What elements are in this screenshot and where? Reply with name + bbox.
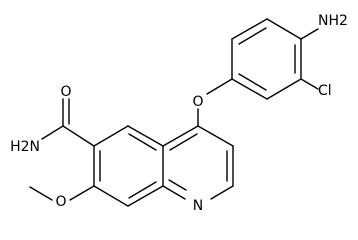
bond <box>300 78 319 90</box>
atom-labels: NH2 Cl O O H2N O N <box>10 13 348 214</box>
bond <box>300 28 319 40</box>
bond <box>62 125 95 147</box>
bond <box>162 125 199 147</box>
ring-nitrogen-label: N <box>193 198 203 214</box>
bond <box>238 73 267 91</box>
bond <box>168 179 187 191</box>
bond <box>69 185 95 201</box>
bond <box>127 185 164 207</box>
bond <box>231 78 268 100</box>
bond <box>266 18 302 40</box>
bond <box>162 185 186 200</box>
bond <box>206 78 233 95</box>
bond <box>29 186 53 201</box>
structure-diagram: NH2 Cl O O H2N O N <box>10 13 348 214</box>
bond <box>197 125 234 147</box>
bond <box>128 133 157 151</box>
bond <box>169 133 198 151</box>
methoxy-oxygen-label: O <box>55 194 66 210</box>
carbonyl-oxygen-label: O <box>60 84 71 100</box>
bond <box>128 181 157 199</box>
bond <box>93 185 129 207</box>
bond <box>238 27 267 45</box>
amine-label: NH2 <box>318 13 348 29</box>
bond <box>231 18 268 40</box>
bond <box>41 125 64 140</box>
ether-oxygen-label: O <box>192 94 203 110</box>
bond <box>266 78 302 100</box>
bond <box>127 125 164 147</box>
amide-nitrogen-label: H2N <box>10 139 40 155</box>
bond-lines <box>29 18 319 207</box>
bond <box>210 185 234 200</box>
bond <box>93 125 129 147</box>
chloro-label: Cl <box>318 83 332 99</box>
